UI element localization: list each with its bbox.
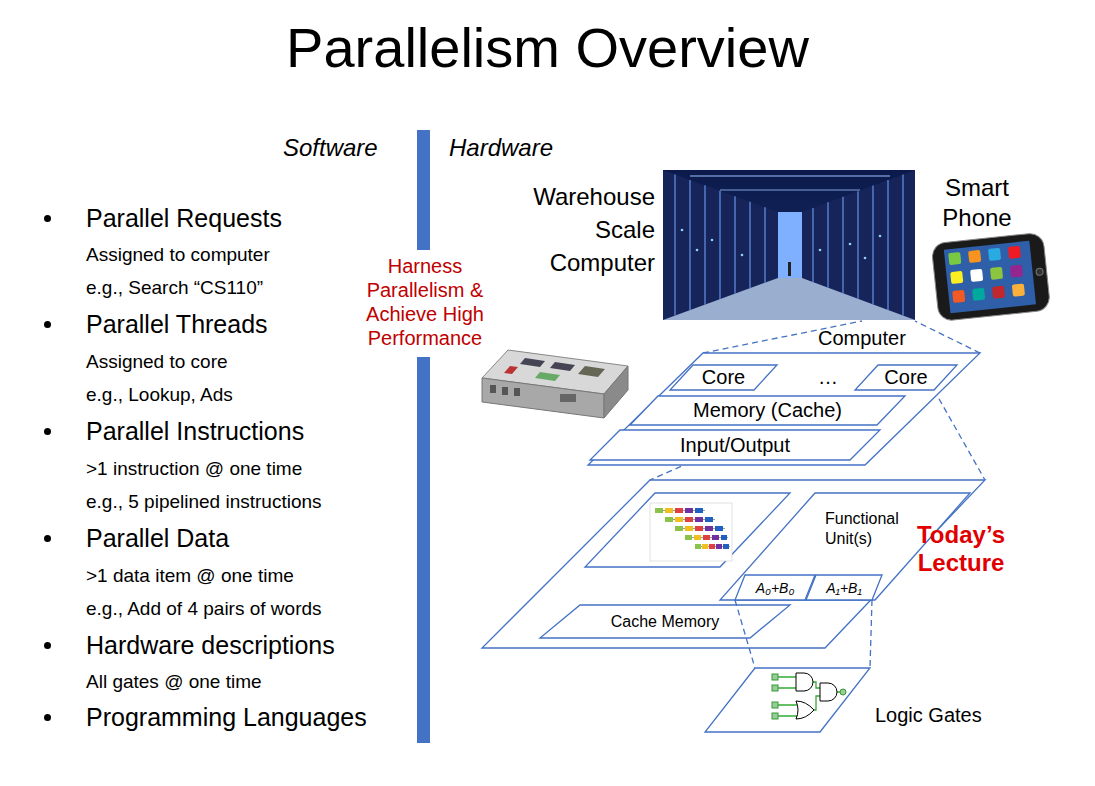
list-detail: e.g., Add of 4 pairs of words <box>86 597 322 620</box>
plane-shape <box>670 365 777 390</box>
plane-node: Core <box>670 365 777 390</box>
list-detail: Assigned to computer <box>86 243 270 266</box>
list-detail: Assigned to core <box>86 350 228 373</box>
list-detail: e.g., Search “CS110” <box>86 276 263 299</box>
edge-layer <box>735 600 872 668</box>
hardware-label: Smart Phone <box>922 173 1032 233</box>
bullet-dot <box>44 215 51 222</box>
plane-shape <box>806 575 882 600</box>
zoom-connector <box>870 600 872 668</box>
section-heading: Hardware <box>449 133 553 162</box>
plane-shape <box>590 430 880 460</box>
list-heading: Programming Languages <box>86 702 367 732</box>
divider-bar <box>417 130 430 250</box>
text-box: Computer <box>818 326 906 351</box>
node-text: A₀+B₀ <box>756 579 795 597</box>
node-text: Core <box>884 365 927 390</box>
plane-node: ComputerCoreCoreMemory (Cache)Input/Outp… <box>588 353 980 465</box>
plane-node: Cache Memory <box>540 605 790 638</box>
plane-node: A₁+B₁ <box>806 575 882 600</box>
bullet-dot <box>44 321 51 328</box>
zoom-connector <box>735 600 755 668</box>
plane-node: Input/Output <box>590 430 880 460</box>
plane-shape <box>855 365 957 390</box>
text-box: Cache Memory <box>540 605 790 638</box>
node-text: Memory (Cache) <box>693 398 842 423</box>
node-text: Functional Unit(s) <box>825 509 920 549</box>
divider-bar <box>417 357 430 743</box>
list-heading: Parallel Threads <box>86 309 268 339</box>
bullet-dot <box>44 428 51 435</box>
ellipsis-text: … <box>818 365 838 389</box>
text-box: Core <box>855 365 957 390</box>
core-detail-plane <box>482 480 985 648</box>
text-box: Memory (Cache) <box>630 396 905 425</box>
bullet-dot <box>44 642 51 649</box>
list-heading: Parallel Requests <box>86 203 282 233</box>
callout-text: Today’s Lecture <box>903 521 1019 577</box>
node-text: Logic Gates <box>875 703 982 728</box>
list-heading: Parallel Data <box>86 523 229 553</box>
text-box: A₀+B₀ <box>735 575 815 600</box>
plane-shape <box>588 353 980 465</box>
list-detail: e.g., 5 pipelined instructions <box>86 490 322 513</box>
plane-shape <box>705 668 870 732</box>
section-heading: Software <box>283 133 378 162</box>
text-box: Input/Output <box>590 430 880 460</box>
node-text: Computer <box>818 326 906 351</box>
plane-node: A₀+B₀ <box>735 575 815 600</box>
text-box: Logic Gates <box>875 703 982 728</box>
list-detail: All gates @ one time <box>86 670 262 693</box>
bullet-dot <box>44 535 51 542</box>
plane-node: Core <box>855 365 957 390</box>
server-photo <box>482 350 628 418</box>
list-detail: >1 instruction @ one time <box>86 457 302 480</box>
list-heading: Parallel Instructions <box>86 416 304 446</box>
node-text: Input/Output <box>680 433 790 458</box>
smartphone-photo <box>931 232 1051 321</box>
hardware-label: Warehouse Scale Computer <box>500 180 655 279</box>
slide-title: Parallelism Overview <box>0 16 1095 80</box>
plane-shape <box>630 396 905 425</box>
list-detail: >1 data item @ one time <box>86 564 294 587</box>
node-text: A₁+B₁ <box>826 579 862 597</box>
logic-gate-symbols <box>772 673 846 719</box>
text-box: A₁+B₁ <box>806 575 882 600</box>
plane-node: Logic Gates <box>705 668 870 732</box>
plane-outline <box>705 668 870 732</box>
text-box: Functional Unit(s) <box>825 509 920 549</box>
bullet-dot <box>44 714 51 721</box>
list-heading: Hardware descriptions <box>86 630 335 660</box>
callout-text: Harness Parallelism & Achieve High Perfo… <box>352 254 498 350</box>
list-detail: e.g., Lookup, Ads <box>86 383 233 406</box>
plane-shape <box>540 605 790 638</box>
warehouse-photo <box>663 170 915 320</box>
plane-node: Memory (Cache) <box>630 396 905 425</box>
node-text: Core <box>702 365 745 390</box>
text-box: Core <box>670 365 777 390</box>
plane-shape <box>735 575 815 600</box>
node-text: Cache Memory <box>611 612 719 632</box>
